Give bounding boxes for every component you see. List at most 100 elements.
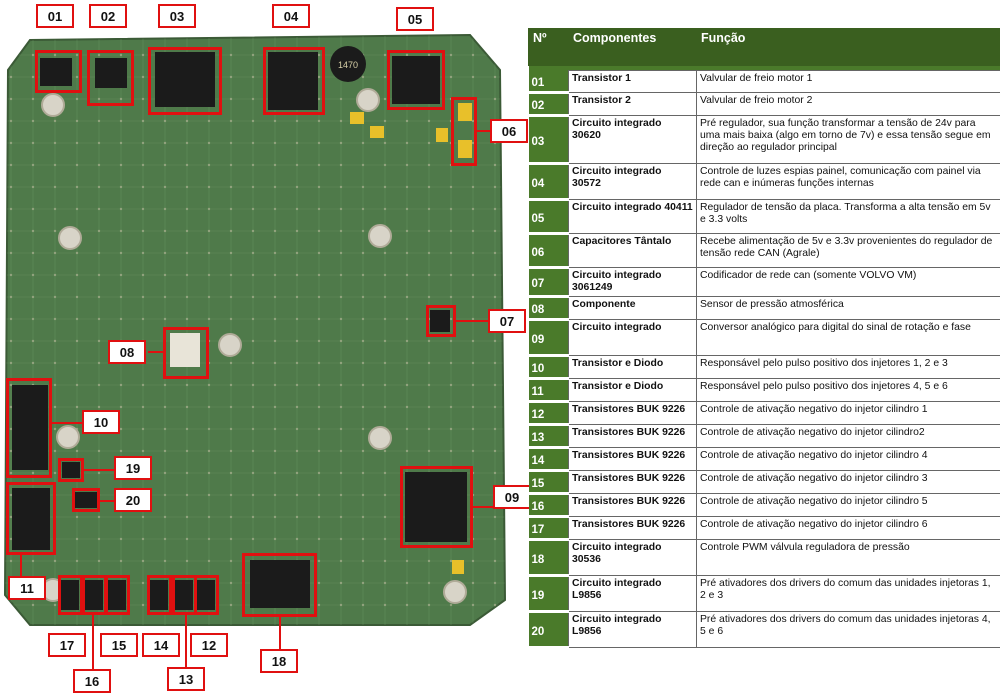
callout-label-01: 01 <box>36 4 74 28</box>
cell-function: Sensor de pressão atmosférica <box>696 296 1000 320</box>
leader-line-13 <box>185 615 187 667</box>
callout-box-20 <box>72 488 100 512</box>
callout-box-18 <box>242 553 317 617</box>
callout-label-17: 17 <box>48 633 86 657</box>
cell-component: Circuito integrado 40411 <box>568 199 697 234</box>
cell-component: Circuito integrado 30572 <box>568 163 697 200</box>
callout-label-09: 09 <box>493 485 531 509</box>
callout-box-08 <box>163 327 209 379</box>
cell-function: Codificador de rede can (somente VOLVO V… <box>696 267 1000 297</box>
cell-component: Transistor e Diodo <box>568 355 697 379</box>
callout-box-16 <box>82 575 107 615</box>
cell-num: 03 <box>528 115 569 165</box>
cell-component: Transistor 1 <box>568 70 697 93</box>
cell-num: 18 <box>528 539 569 577</box>
header-function: Função <box>696 28 1000 66</box>
cell-function: Conversor analógico para digital do sina… <box>696 319 1000 356</box>
cell-component: Transistor 2 <box>568 92 697 116</box>
leader-line-19 <box>84 469 114 471</box>
callout-label-19: 19 <box>114 456 152 480</box>
header-component: Componentes <box>568 28 697 66</box>
cell-component: Circuito integrado 30536 <box>568 539 697 576</box>
cell-function: Controle de ativação negativo do injetor… <box>696 424 1000 448</box>
cell-function: Regulador de tensão da placa. Transforma… <box>696 199 1000 234</box>
callout-label-06: 06 <box>490 119 528 143</box>
inductor-marking: 1470 <box>338 60 358 70</box>
cell-function: Responsável pelo pulso positivo dos inje… <box>696 355 1000 379</box>
cell-component: Circuito integrado 30620 <box>568 115 697 164</box>
cell-component: Circuito integrado 3061249 <box>568 267 697 297</box>
callout-box-13 <box>172 575 197 615</box>
callout-label-03: 03 <box>158 4 196 28</box>
callout-box-12 <box>194 575 219 615</box>
callout-box-04 <box>263 47 325 115</box>
cell-num: 15 <box>528 470 569 495</box>
cell-num: 10 <box>528 355 569 380</box>
cell-function: Controle de ativação negativo do injetor… <box>696 470 1000 494</box>
cell-component: Transistores BUK 9226 <box>568 516 697 540</box>
callout-box-01 <box>35 50 82 93</box>
cell-num: 09 <box>528 319 569 357</box>
cell-num: 05 <box>528 199 569 235</box>
leader-line-08 <box>148 351 163 353</box>
cell-component: Componente <box>568 296 697 320</box>
pcb-diagram: 1470 01 02 03 04 05 06 07 08 09 10 <box>3 4 531 693</box>
callout-label-02: 02 <box>89 4 127 28</box>
callout-label-15: 15 <box>100 633 138 657</box>
cell-num: 14 <box>528 447 569 472</box>
callout-label-08: 08 <box>108 340 146 364</box>
cell-num: 04 <box>528 163 569 201</box>
callout-box-09 <box>400 466 473 548</box>
cell-function: Controle de ativação negativo do injetor… <box>696 401 1000 425</box>
cell-function: Controle de ativação negativo do injetor… <box>696 447 1000 471</box>
cell-function: Pré regulador, sua função transformar a … <box>696 115 1000 164</box>
cell-num: 07 <box>528 267 569 298</box>
callout-label-10: 10 <box>82 410 120 434</box>
cell-function: Pré ativadores dos drivers do comum das … <box>696 611 1000 648</box>
leader-line-06 <box>477 130 497 132</box>
cell-component: Transistores BUK 9226 <box>568 401 697 425</box>
callout-box-14 <box>147 575 172 615</box>
callout-label-04: 04 <box>272 4 310 28</box>
cell-component: Circuito integrado <box>568 319 697 356</box>
leader-line-18 <box>279 617 281 649</box>
cell-component: Circuito integrado L9856 <box>568 575 697 612</box>
callout-box-03 <box>148 47 222 115</box>
callout-box-07 <box>426 305 456 337</box>
cell-num: 13 <box>528 424 569 449</box>
cell-num: 17 <box>528 516 569 541</box>
cell-num: 19 <box>528 575 569 613</box>
cell-component: Transistor e Diodo <box>568 378 697 402</box>
cell-function: Controle de luzes espias painel, comunic… <box>696 163 1000 200</box>
cell-function: Valvular de freio motor 2 <box>696 92 1000 116</box>
cell-function: Valvular de freio motor 1 <box>696 70 1000 93</box>
leader-line-09 <box>473 506 495 508</box>
cell-num: 06 <box>528 233 569 269</box>
callout-box-05 <box>387 50 445 110</box>
callout-box-02 <box>87 50 134 106</box>
leader-line-11 <box>20 555 22 577</box>
cell-function: Responsável pelo pulso positivo dos inje… <box>696 378 1000 402</box>
cell-num: 11 <box>528 378 569 403</box>
cell-num: 02 <box>528 92 569 117</box>
cell-component: Capacitores Tântalo <box>568 233 697 268</box>
leader-line-07 <box>456 320 488 322</box>
cell-component: Transistores BUK 9226 <box>568 493 697 517</box>
leader-line-16 <box>92 615 94 669</box>
callout-label-11: 11 <box>8 576 46 600</box>
